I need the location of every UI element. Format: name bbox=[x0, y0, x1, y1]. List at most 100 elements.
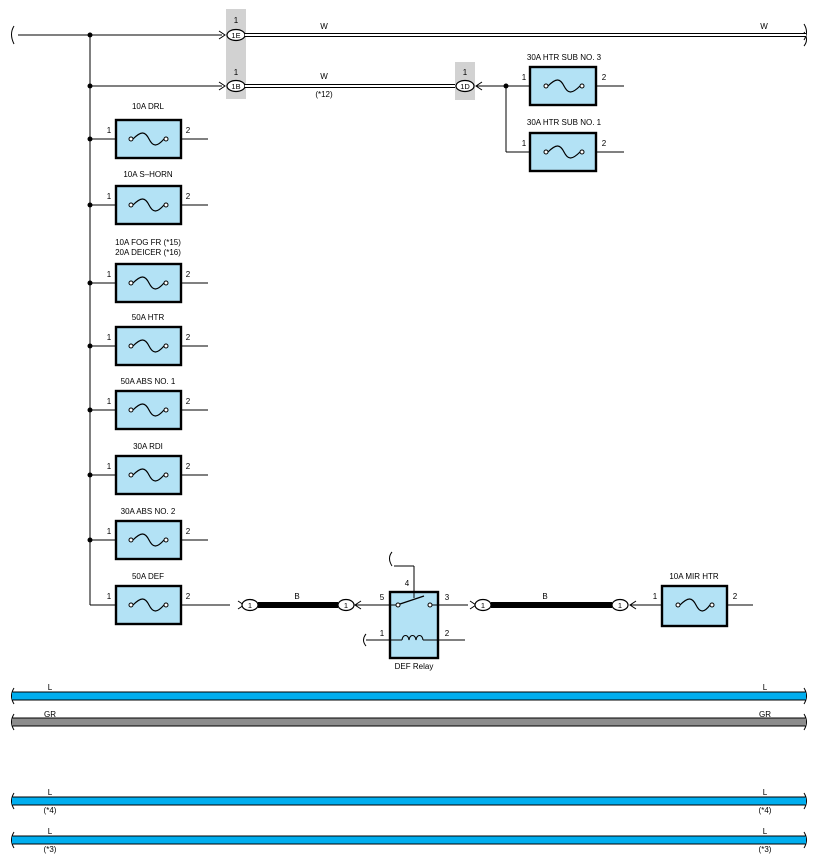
wire-W-label: W bbox=[320, 72, 328, 81]
wire-L-label: L bbox=[763, 827, 768, 836]
svg-text:5: 5 bbox=[380, 593, 385, 602]
fuse-icon bbox=[132, 403, 165, 417]
svg-text:2: 2 bbox=[186, 592, 191, 601]
svg-text:1: 1 bbox=[107, 592, 112, 601]
fuse-label: 30A ABS NO. 2 bbox=[121, 507, 176, 516]
wire-W-label: W bbox=[760, 22, 768, 31]
connector-arrow bbox=[218, 81, 226, 91]
relay-label: DEF Relay bbox=[395, 662, 434, 671]
relay-switch-icon bbox=[399, 595, 425, 605]
wire-L-label: L bbox=[48, 788, 53, 797]
svg-text:1: 1 bbox=[380, 629, 385, 638]
svg-text:1: 1 bbox=[107, 126, 112, 135]
fuse-30a-rdi: 30A RDI 1 2 bbox=[87, 442, 208, 496]
connector-1D-pin: 1 bbox=[463, 68, 468, 77]
connector-def-4 bbox=[611, 598, 629, 612]
fuse-30a-abs-no-2: 30A ABS NO. 2 1 2 bbox=[87, 507, 208, 561]
fuse-icon bbox=[132, 339, 165, 353]
connector-pin: 1 bbox=[344, 601, 348, 610]
wire-L-1: L L bbox=[11, 683, 807, 705]
fuse-label: 50A ABS NO. 1 bbox=[121, 377, 176, 386]
connector-pin: 1 bbox=[481, 601, 485, 610]
fuse-icon bbox=[132, 132, 165, 146]
wire-L-label: L bbox=[48, 683, 53, 692]
fuse-icon bbox=[547, 79, 581, 93]
svg-text:1: 1 bbox=[107, 527, 112, 536]
wire-L-label: L bbox=[763, 788, 768, 797]
fuse-label: 10A FOG FR (*15) bbox=[115, 238, 181, 247]
connector-def-2 bbox=[337, 598, 355, 612]
wire-L-3: L L (*3) (*3) bbox=[11, 827, 807, 854]
relay-coil-icon bbox=[401, 634, 424, 641]
svg-text:1: 1 bbox=[522, 73, 527, 82]
wire-note: (*3) bbox=[759, 845, 772, 854]
fuse-icon bbox=[132, 533, 165, 547]
fuse-label-2: 20A DEICER (*16) bbox=[115, 248, 181, 257]
svg-text:1: 1 bbox=[653, 592, 658, 601]
connector-1E-label: 1E bbox=[231, 31, 240, 40]
fuse-10a-drl: 10A DRL 1 2 bbox=[87, 102, 208, 160]
wire-B-label: B bbox=[294, 592, 299, 601]
svg-text:1: 1 bbox=[522, 139, 527, 148]
fuse-label: 30A HTR SUB NO. 3 bbox=[527, 53, 602, 62]
fuse-label: 50A HTR bbox=[132, 313, 165, 322]
fuse-label: 10A MIR HTR bbox=[669, 572, 719, 581]
svg-text:3: 3 bbox=[445, 593, 450, 602]
wire-note: (*12) bbox=[315, 90, 333, 99]
wire-L-label: L bbox=[763, 683, 768, 692]
connector-1E-pin: 1 bbox=[234, 16, 239, 25]
connector-1D bbox=[455, 79, 475, 93]
fuse-label: 10A S–HORN bbox=[123, 170, 173, 179]
svg-text:2: 2 bbox=[186, 527, 191, 536]
connector-pin: 1 bbox=[248, 601, 252, 610]
wire-GR: GR GR bbox=[11, 710, 807, 731]
svg-text:2: 2 bbox=[186, 462, 191, 471]
wire-break-mark bbox=[803, 23, 807, 41]
connector-1B-pin: 1 bbox=[234, 68, 239, 77]
svg-text:2: 2 bbox=[186, 397, 191, 406]
svg-text:4: 4 bbox=[405, 579, 410, 588]
svg-text:2: 2 bbox=[445, 629, 450, 638]
fuse-50a-htr: 50A HTR 1 2 bbox=[87, 313, 208, 367]
fuse-label: 30A RDI bbox=[133, 442, 163, 451]
wire-note: (*4) bbox=[759, 806, 772, 815]
fuse-10a-fog-fr: 10A FOG FR (*15) 20A DEICER (*16) 1 2 bbox=[87, 238, 208, 304]
connector-arrow bbox=[218, 30, 226, 40]
wire-L-label: L bbox=[48, 827, 53, 836]
connector-pin: 1 bbox=[618, 601, 622, 610]
fuse-label: 50A DEF bbox=[132, 572, 164, 581]
fuse-label: 30A HTR SUB NO. 1 bbox=[527, 118, 602, 127]
fuse-icon bbox=[547, 145, 581, 159]
svg-text:2: 2 bbox=[186, 270, 191, 279]
svg-text:2: 2 bbox=[186, 126, 191, 135]
svg-text:1: 1 bbox=[107, 270, 112, 279]
wire-GR-label: GR bbox=[759, 710, 771, 719]
junction-dot bbox=[87, 32, 93, 38]
connector-1D-label: 1D bbox=[460, 82, 470, 91]
wire-note: (*3) bbox=[44, 845, 57, 854]
fuse-label: 10A DRL bbox=[132, 102, 165, 111]
fuse-htr-sub-3: 30A HTR SUB NO. 3 1 2 bbox=[522, 53, 624, 107]
wire-W-label: W bbox=[320, 22, 328, 31]
svg-text:1: 1 bbox=[107, 333, 112, 342]
fuse-icon bbox=[132, 598, 165, 612]
svg-text:2: 2 bbox=[602, 139, 607, 148]
svg-text:2: 2 bbox=[186, 333, 191, 342]
fuse-50a-def: 50A DEF 1 2 bbox=[89, 572, 230, 626]
wire-note: (*4) bbox=[44, 806, 57, 815]
svg-text:2: 2 bbox=[602, 73, 607, 82]
fuse-50a-abs-no-1: 50A ABS NO. 1 1 2 bbox=[87, 377, 208, 431]
junction-dot bbox=[87, 83, 93, 89]
svg-text:1: 1 bbox=[107, 462, 112, 471]
fuse-icon bbox=[132, 198, 165, 212]
fuse-icon bbox=[132, 276, 165, 290]
svg-text:2: 2 bbox=[186, 192, 191, 201]
svg-text:2: 2 bbox=[733, 592, 738, 601]
svg-text:1: 1 bbox=[107, 397, 112, 406]
wire-GR-label: GR bbox=[44, 710, 56, 719]
fuse-icon bbox=[132, 468, 165, 482]
connector-1B-label: 1B bbox=[231, 82, 240, 91]
fuse-htr-sub-1: 30A HTR SUB NO. 1 1 2 bbox=[522, 118, 624, 173]
wire-L-4: L L (*4) (*4) bbox=[11, 788, 807, 815]
